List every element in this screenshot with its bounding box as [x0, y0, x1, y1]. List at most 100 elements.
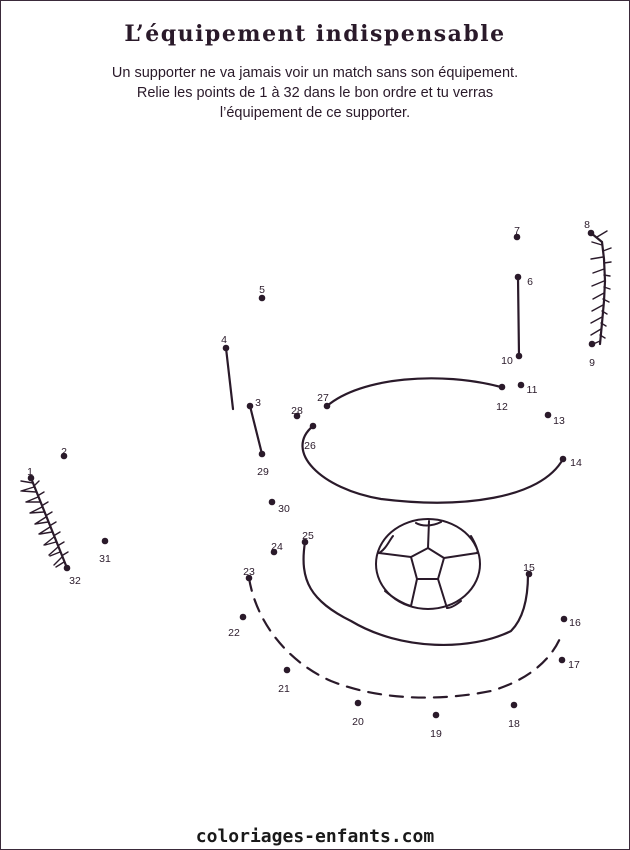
line-6-10: [516, 275, 521, 358]
dot-marker: [27, 474, 35, 482]
dot-4: 4: [221, 334, 230, 352]
dot-number: 31: [99, 553, 111, 565]
dot-number: 15: [523, 562, 535, 574]
dot-32: 32: [63, 564, 81, 587]
dot-marker: [258, 294, 266, 302]
dot-16: 16: [560, 615, 581, 629]
dot-marker: [222, 344, 230, 352]
dot-marker: [525, 570, 533, 578]
dot-22: 22: [228, 613, 247, 639]
line-27-12: [325, 377, 503, 408]
dot-number: 19: [430, 728, 442, 740]
dot-number: 28: [291, 405, 303, 417]
dot-5: 5: [258, 284, 266, 302]
dot-marker: [517, 381, 525, 389]
dot-number: 30: [278, 503, 290, 515]
dot-marker: [510, 701, 518, 709]
dot-24: 24: [270, 541, 283, 556]
dot-marker: [239, 613, 247, 621]
dot-marker: [258, 450, 266, 458]
dot-marker: [270, 548, 278, 556]
dot-marker: [309, 422, 317, 430]
dot-11: 11: [517, 381, 538, 396]
dot-number: 22: [228, 627, 240, 639]
dashed-curve-23-17: [247, 576, 563, 699]
dot-marker: [498, 383, 506, 391]
dot-number: 26: [304, 440, 316, 452]
dot-marker: [587, 229, 595, 237]
dot-number: 2: [61, 446, 67, 458]
dot-7: 7: [513, 225, 521, 241]
dot-number: 27: [317, 392, 329, 404]
dot-27: 27: [317, 392, 331, 410]
pre-drawn-lines: [20, 230, 612, 699]
dot-number: 9: [589, 357, 595, 369]
dot-number: 18: [508, 718, 520, 730]
dot-number: 23: [243, 566, 255, 578]
dot-marker: [268, 498, 276, 506]
dot-9: 9: [588, 340, 596, 369]
dot-marker: [354, 699, 362, 707]
dot-number: 14: [570, 457, 582, 469]
dot-number: 25: [302, 530, 314, 542]
dot-25: 25: [301, 530, 314, 546]
dot-29: 29: [257, 450, 269, 478]
dot-marker: [544, 411, 552, 419]
dot-15: 15: [523, 562, 535, 578]
dot-28: 28: [291, 405, 303, 420]
dot-marker: [245, 574, 253, 582]
dot-30: 30: [268, 498, 290, 515]
dot-marker: [558, 656, 566, 664]
football-icon: [375, 518, 481, 610]
dot-12: 12: [496, 383, 508, 413]
dot-number: 12: [496, 401, 508, 413]
dot-13: 13: [544, 411, 565, 427]
dot-number: 10: [501, 355, 513, 367]
left-fringe-line: [29, 476, 69, 570]
dot-number: 21: [278, 683, 290, 695]
dot-marker: [283, 666, 291, 674]
dot-number: 17: [568, 659, 580, 671]
dot-marker: [293, 412, 301, 420]
page-title: L’équipement indispensable: [124, 21, 506, 47]
dot-marker: [301, 538, 309, 546]
dot-20: 20: [352, 699, 364, 728]
dot-number: 24: [271, 541, 283, 553]
right-fringe-line: [589, 231, 607, 346]
dot-marker: [432, 711, 440, 719]
dot-number: 16: [569, 617, 581, 629]
dot-marker: [588, 340, 596, 348]
dot-marker: [101, 537, 109, 545]
dot-21: 21: [278, 666, 291, 695]
dot-marker: [515, 352, 523, 360]
dot-14: 14: [559, 455, 582, 469]
dot-1: 1: [27, 466, 35, 482]
dot-number: 29: [257, 466, 269, 478]
dot-number: 6: [527, 276, 533, 288]
dot-23: 23: [243, 566, 255, 582]
dot-8: 8: [584, 219, 595, 237]
dot-3: 3: [246, 397, 261, 410]
dot-number: 5: [259, 284, 265, 296]
dot-18: 18: [508, 701, 520, 730]
instructions: Un supporter ne va jamais voir un match …: [1, 63, 629, 123]
dot-marker: [246, 402, 254, 410]
site-footer: coloriages-enfants.com: [195, 826, 435, 847]
dot-marker: [514, 273, 522, 281]
dot-number: 1: [27, 466, 33, 478]
dot-number: 11: [527, 384, 538, 396]
line-25-15: [302, 540, 530, 647]
instruction-line-3: l’équipement de ce supporter.: [219, 105, 411, 121]
dot-number: 8: [584, 219, 590, 231]
dot-26: 26: [304, 422, 317, 452]
line-26-14: [301, 424, 565, 504]
line-4-3: [224, 346, 235, 411]
instruction-line-2: Relie les points de 1 à 32 dans le bon o…: [136, 85, 494, 101]
dot-marker: [60, 452, 68, 460]
dot-marker: [63, 564, 71, 572]
dot-number: 20: [352, 716, 364, 728]
dot-17: 17: [558, 656, 580, 671]
left-fringe-strands: [20, 480, 69, 568]
